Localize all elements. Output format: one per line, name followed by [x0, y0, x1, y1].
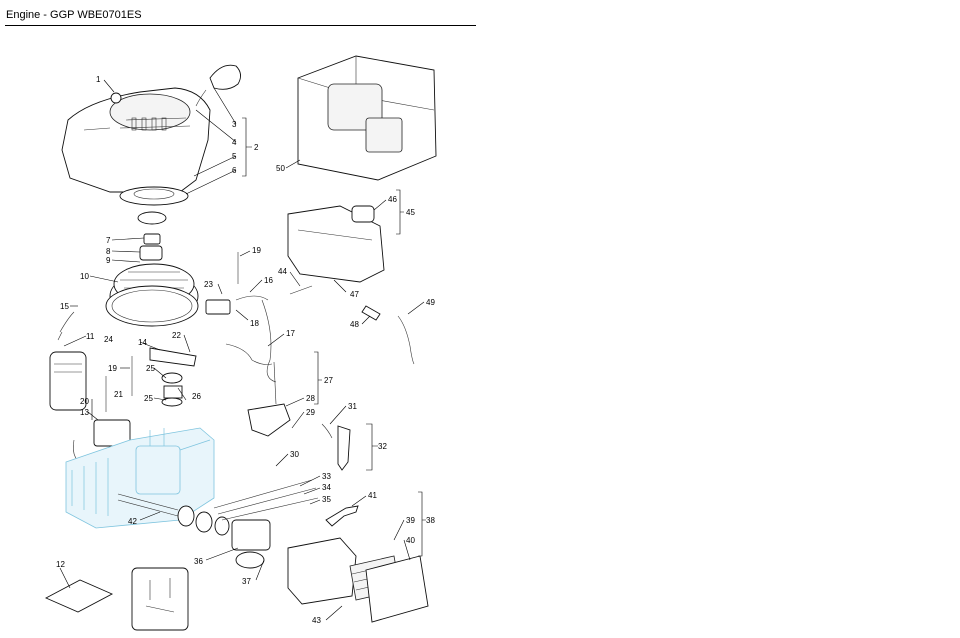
callout-50: 50 — [276, 164, 285, 173]
callout-49: 49 — [426, 298, 435, 307]
starter-handle[interactable] — [195, 64, 241, 107]
callout-1: 1 — [96, 75, 101, 84]
carburetor[interactable] — [231, 519, 271, 569]
callout-20: 20 — [80, 397, 89, 406]
callout-23: 23 — [204, 280, 213, 289]
engine-overview[interactable] — [297, 55, 437, 181]
coil-bracket[interactable] — [149, 347, 197, 367]
callout-41: 41 — [368, 491, 377, 500]
callout-14: 14 — [138, 338, 147, 347]
callout-34: 34 — [322, 483, 331, 492]
callout-16: 16 — [264, 276, 273, 285]
callout-26: 26 — [192, 392, 201, 401]
callout-2: 2 — [254, 143, 259, 152]
starter-motor[interactable] — [49, 351, 87, 411]
starter-pulley[interactable] — [119, 186, 189, 206]
callout-8: 8 — [106, 247, 111, 256]
breather-hose[interactable] — [325, 505, 359, 527]
throttle-spring[interactable] — [321, 423, 333, 439]
governor-spring-assy[interactable] — [161, 372, 183, 407]
callout-21: 21 — [114, 390, 123, 399]
page-title: Engine - GGP WBE0701ES — [6, 9, 142, 21]
ignition-switch[interactable] — [205, 299, 231, 315]
callout-4: 4 — [232, 138, 237, 147]
spark-plug-wire[interactable] — [57, 311, 75, 341]
callout-39: 39 — [406, 516, 415, 525]
callout-27: 27 — [324, 376, 333, 385]
gasket-kit-bag[interactable] — [44, 579, 114, 613]
leader-lines — [59, 79, 426, 621]
callout-5: 5 — [232, 152, 237, 161]
callout-32: 32 — [378, 442, 387, 451]
callout-47: 47 — [350, 290, 359, 299]
callout-12: 12 — [56, 560, 65, 569]
callout-38: 38 — [426, 516, 435, 525]
callout-18: 18 — [250, 319, 259, 328]
callout-labels: 1 2 3 4 5 6 7 8 9 10 11 12 13 14 15 16 1… — [56, 75, 435, 625]
intake-gaskets[interactable] — [177, 505, 230, 536]
callout-9: 9 — [106, 256, 111, 265]
fuel-cap[interactable] — [351, 205, 375, 223]
air-filter-base[interactable] — [287, 537, 357, 605]
callout-35: 35 — [322, 495, 331, 504]
callout-11: 11 — [86, 332, 95, 341]
throttle-bracket[interactable] — [337, 425, 351, 471]
callout-19a: 19 — [252, 246, 261, 255]
intake-studs[interactable] — [117, 493, 179, 517]
callout-46: 46 — [388, 195, 397, 204]
starter-cup[interactable] — [137, 211, 167, 225]
callout-17: 17 — [286, 329, 295, 338]
callout-30: 30 — [290, 450, 299, 459]
callout-28: 28 — [306, 394, 315, 403]
fuel-line[interactable] — [361, 305, 415, 365]
callout-44: 44 — [278, 267, 287, 276]
flywheel-nut[interactable] — [143, 233, 161, 245]
callout-10: 10 — [80, 272, 89, 281]
callout-45: 45 — [406, 208, 415, 217]
callout-37: 37 — [242, 577, 251, 586]
air-filter-cover[interactable] — [365, 555, 429, 623]
callout-40: 40 — [406, 536, 415, 545]
engine-block-reference — [65, 427, 215, 529]
callout-6: 6 — [232, 166, 237, 175]
control-rods[interactable] — [213, 479, 319, 521]
tank-screw[interactable] — [289, 285, 313, 295]
recoil-starter-housing[interactable] — [61, 87, 211, 193]
callout-33: 33 — [322, 472, 331, 481]
callout-36: 36 — [194, 557, 203, 566]
callout-19b: 19 — [108, 364, 117, 373]
callout-7: 7 — [106, 236, 111, 245]
governor-lever[interactable] — [247, 361, 291, 437]
callout-25b: 25 — [144, 394, 153, 403]
fuel-tank[interactable] — [287, 205, 385, 283]
wire-harness[interactable] — [225, 295, 277, 383]
flywheel-cup[interactable] — [139, 245, 163, 261]
callout-22: 22 — [172, 331, 181, 340]
callout-3: 3 — [232, 120, 237, 129]
gasket-kit-detail[interactable] — [131, 567, 189, 631]
title-divider — [5, 25, 476, 26]
callout-25a: 25 — [146, 364, 155, 373]
stud-bolts[interactable] — [105, 252, 239, 412]
callout-13: 13 — [80, 408, 89, 417]
callout-42: 42 — [128, 517, 137, 526]
callout-24: 24 — [104, 335, 113, 344]
flywheel-ring-gear[interactable] — [105, 285, 199, 327]
callout-29: 29 — [306, 408, 315, 417]
callout-15: 15 — [60, 302, 69, 311]
callout-43: 43 — [312, 616, 321, 625]
callout-31: 31 — [348, 402, 357, 411]
callout-48: 48 — [350, 320, 359, 329]
